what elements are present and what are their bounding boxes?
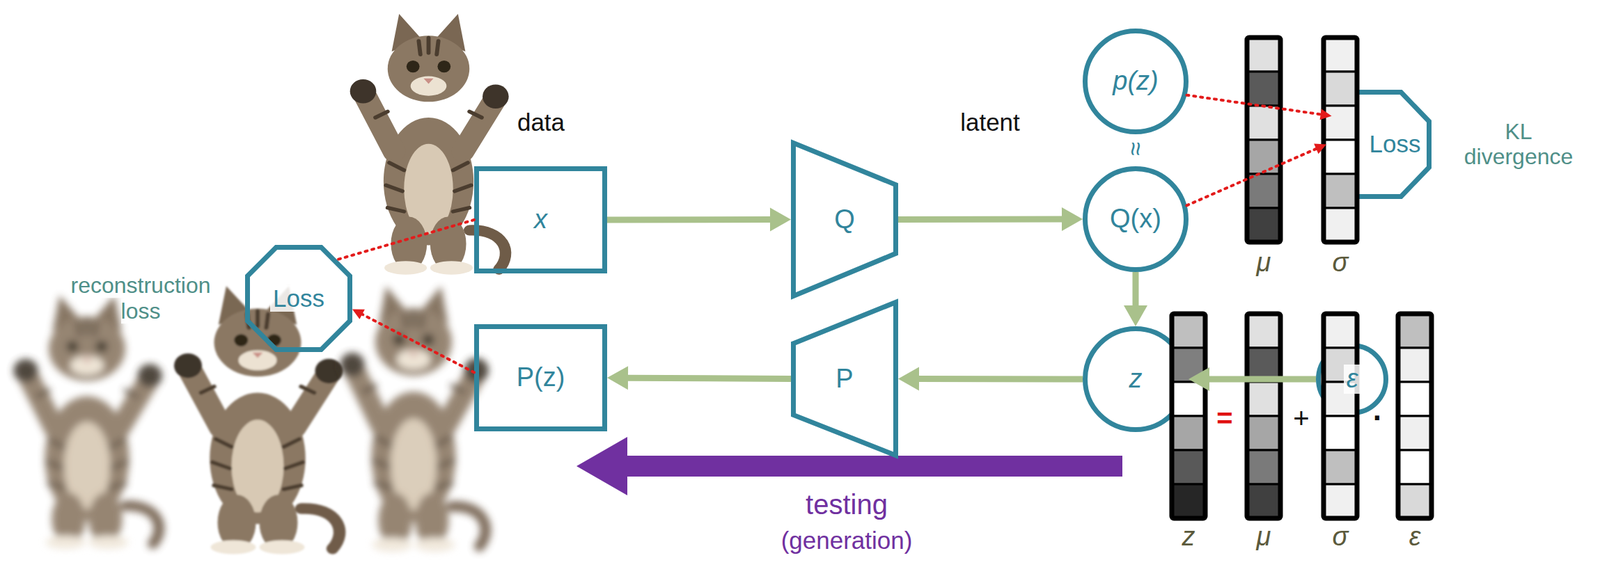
- vector-label-holder: ε: [1409, 522, 1422, 553]
- loss-caption: reconstruction loss: [71, 272, 211, 324]
- phase-label-holder: testing: [805, 489, 888, 521]
- section-label: latent: [960, 108, 1021, 136]
- flow-arrow: [1123, 272, 1148, 327]
- arrow-head: [607, 366, 629, 390]
- node-label: Loss: [1369, 130, 1422, 159]
- loss-link: [336, 220, 475, 261]
- arrow-head: [1061, 207, 1083, 232]
- loss-link: [1186, 95, 1332, 121]
- connector-line: [919, 375, 1083, 383]
- decoder-trapezoid: P: [790, 300, 899, 459]
- epsilon-vector: [1398, 314, 1432, 519]
- node-label: z: [1129, 364, 1143, 395]
- flow-arrow: [898, 367, 1083, 392]
- data-box: x: [474, 166, 608, 274]
- vector-label-holder: μ: [1256, 248, 1272, 278]
- connector-line: [1186, 148, 1316, 206]
- loss-octagon: Lossreconstruction loss: [245, 245, 353, 353]
- loss-link: [352, 309, 475, 373]
- cat-photo: [350, 13, 509, 276]
- loss-caption: KL divergence: [1464, 119, 1574, 170]
- phase-label: testing: [805, 489, 888, 521]
- arrow-head: [898, 367, 920, 392]
- arrow-head: [1320, 108, 1332, 120]
- z-vector: [1171, 314, 1206, 519]
- generated-cat: [174, 286, 344, 555]
- sigma-vector: [1323, 37, 1358, 243]
- node-label: P(z): [516, 363, 566, 393]
- dot-sign-holder: ·: [1373, 401, 1384, 436]
- connector-line: [628, 378, 791, 379]
- phase-label: (generation): [781, 527, 913, 555]
- generated-cat: [339, 286, 489, 553]
- connector-line: [607, 216, 771, 223]
- connector-line: [898, 216, 1062, 223]
- loss-link: [1186, 144, 1327, 207]
- shape-outline: [247, 247, 351, 351]
- mu-vector: [1246, 37, 1281, 243]
- mu-vector: [1246, 314, 1281, 519]
- flow-arrow: [1188, 367, 1316, 392]
- prior-circle: p(z): [1082, 28, 1189, 135]
- connector-line: [362, 314, 475, 374]
- generated-cat: [13, 295, 162, 550]
- vector-label-holder: σ: [1332, 248, 1349, 278]
- section-label: data: [517, 108, 565, 136]
- section-label-holder: latent: [960, 109, 1021, 137]
- equals-sign-holder: =: [1216, 403, 1233, 434]
- plus-sign-holder: +: [1292, 403, 1309, 434]
- arrow-head: [1123, 305, 1148, 327]
- flow-arrow: [898, 207, 1083, 232]
- shape-outline: [793, 143, 897, 297]
- plus-sign: +: [1292, 403, 1309, 434]
- section-label-holder: data: [517, 109, 565, 137]
- arrow-head: [1313, 144, 1327, 155]
- flow-arrow: [607, 208, 791, 232]
- vector-label: σ: [1332, 522, 1349, 552]
- vector-label: ε: [1409, 522, 1422, 552]
- node-label: Q: [834, 205, 856, 235]
- arrow-head: [770, 208, 791, 232]
- arrow-head: [1188, 367, 1210, 392]
- node-label: Loss: [270, 285, 328, 313]
- vector-label: σ: [1332, 247, 1349, 278]
- shape-outline: [793, 302, 897, 457]
- vector-label-holder: μ: [1256, 522, 1272, 553]
- sigma-vector: [1323, 314, 1358, 519]
- connector-line: [1186, 95, 1321, 115]
- vector-label: μ: [1256, 247, 1272, 278]
- approx-symbol: ≈: [1121, 142, 1151, 156]
- arrow-head: [352, 309, 365, 319]
- equals-sign: =: [1216, 403, 1233, 434]
- encoder-trapezoid: Q: [790, 140, 899, 299]
- vector-label: z: [1182, 522, 1196, 552]
- node-label: p(z): [1112, 66, 1158, 97]
- node-label: ε: [1343, 364, 1362, 395]
- connector-line: [1132, 272, 1140, 306]
- approx-symbol-holder: ≈: [1121, 142, 1150, 156]
- reconstruction-box: P(z): [474, 324, 608, 432]
- posterior-circle: Q(x): [1082, 166, 1189, 273]
- dot-sign: ·: [1373, 401, 1384, 436]
- connector-line: [1209, 376, 1316, 383]
- vector-label-holder: z: [1182, 522, 1196, 553]
- flow-arrow: [607, 366, 791, 390]
- node-caption: KL divergence: [1452, 119, 1585, 171]
- node-label: x: [534, 205, 548, 235]
- node-label: P: [835, 364, 853, 395]
- vector-label: μ: [1256, 522, 1272, 552]
- vector-label-holder: σ: [1332, 522, 1349, 553]
- phase-label-holder: (generation): [781, 527, 913, 555]
- node-label: Q(x): [1109, 204, 1162, 234]
- node-caption: reconstruction loss: [57, 272, 225, 325]
- testing-arrow: [576, 437, 1123, 496]
- connector-line: [336, 220, 475, 261]
